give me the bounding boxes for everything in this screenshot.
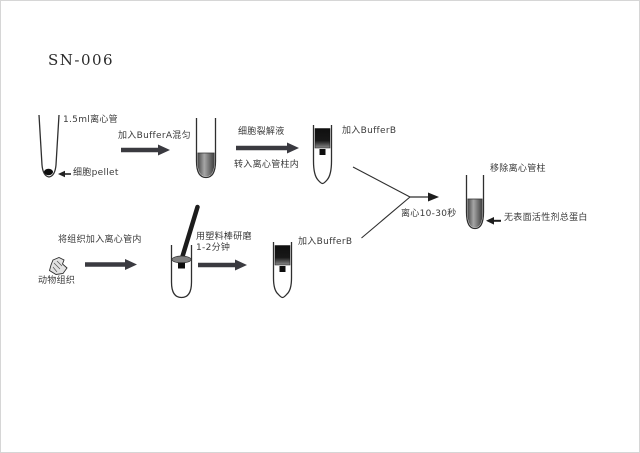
cell-pellet-tube-icon [38,114,60,178]
cell-pellet-dot [44,168,53,176]
step-arrow-transfer-to-column [236,142,299,154]
cell-lysate-label: 细胞裂解液 [238,127,285,137]
pellet-pointer-arrow-icon [58,170,71,178]
add-buffera-label: 加入BufferA混匀 [118,131,191,141]
merge-line-top [352,166,411,198]
add-bufferb-bottom-label: 加入BufferB [298,237,353,247]
centrifuge-arrow-icon [410,192,439,202]
add-tissue-step-label: 将组织加入离心管内 [58,235,142,245]
animal-tissue-label: 动物组织 [38,276,76,286]
final-protein-tube-icon [465,175,485,230]
transfer-column-label: 转入离心管柱内 [234,160,300,170]
plastic-rod-icon [179,204,200,261]
step-arrow-add-tissue [85,259,137,270]
grind-rod-label: 用塑料棒研磨 [196,232,252,242]
lysate-tube-icon [195,118,217,179]
cell-pellet-label: 细胞pellet [73,168,119,178]
spin-column-tube-top-icon [312,125,333,185]
remove-column-label: 移除离心管柱 [490,164,546,174]
add-bufferb-top-label: 加入BufferB [342,126,397,136]
step-arrow-after-grind [198,259,247,271]
centrifuge-time-label: 离心10-30秒 [401,209,457,219]
step-arrow-add-buffera [121,144,170,156]
animal-tissue-icon [48,257,68,275]
page-title: SN-006 [48,51,115,69]
merge-line-bottom [361,196,411,239]
spin-column-tube-bottom-icon [272,242,293,299]
tube-size-label: 1.5ml离心管 [63,115,118,125]
grind-time-label: 1-2分钟 [196,243,231,253]
protein-pointer-arrow-icon [486,217,501,225]
grinding-tube-icon [170,204,200,299]
total-protein-label: 无表面活性剂总蛋白 [504,213,588,223]
